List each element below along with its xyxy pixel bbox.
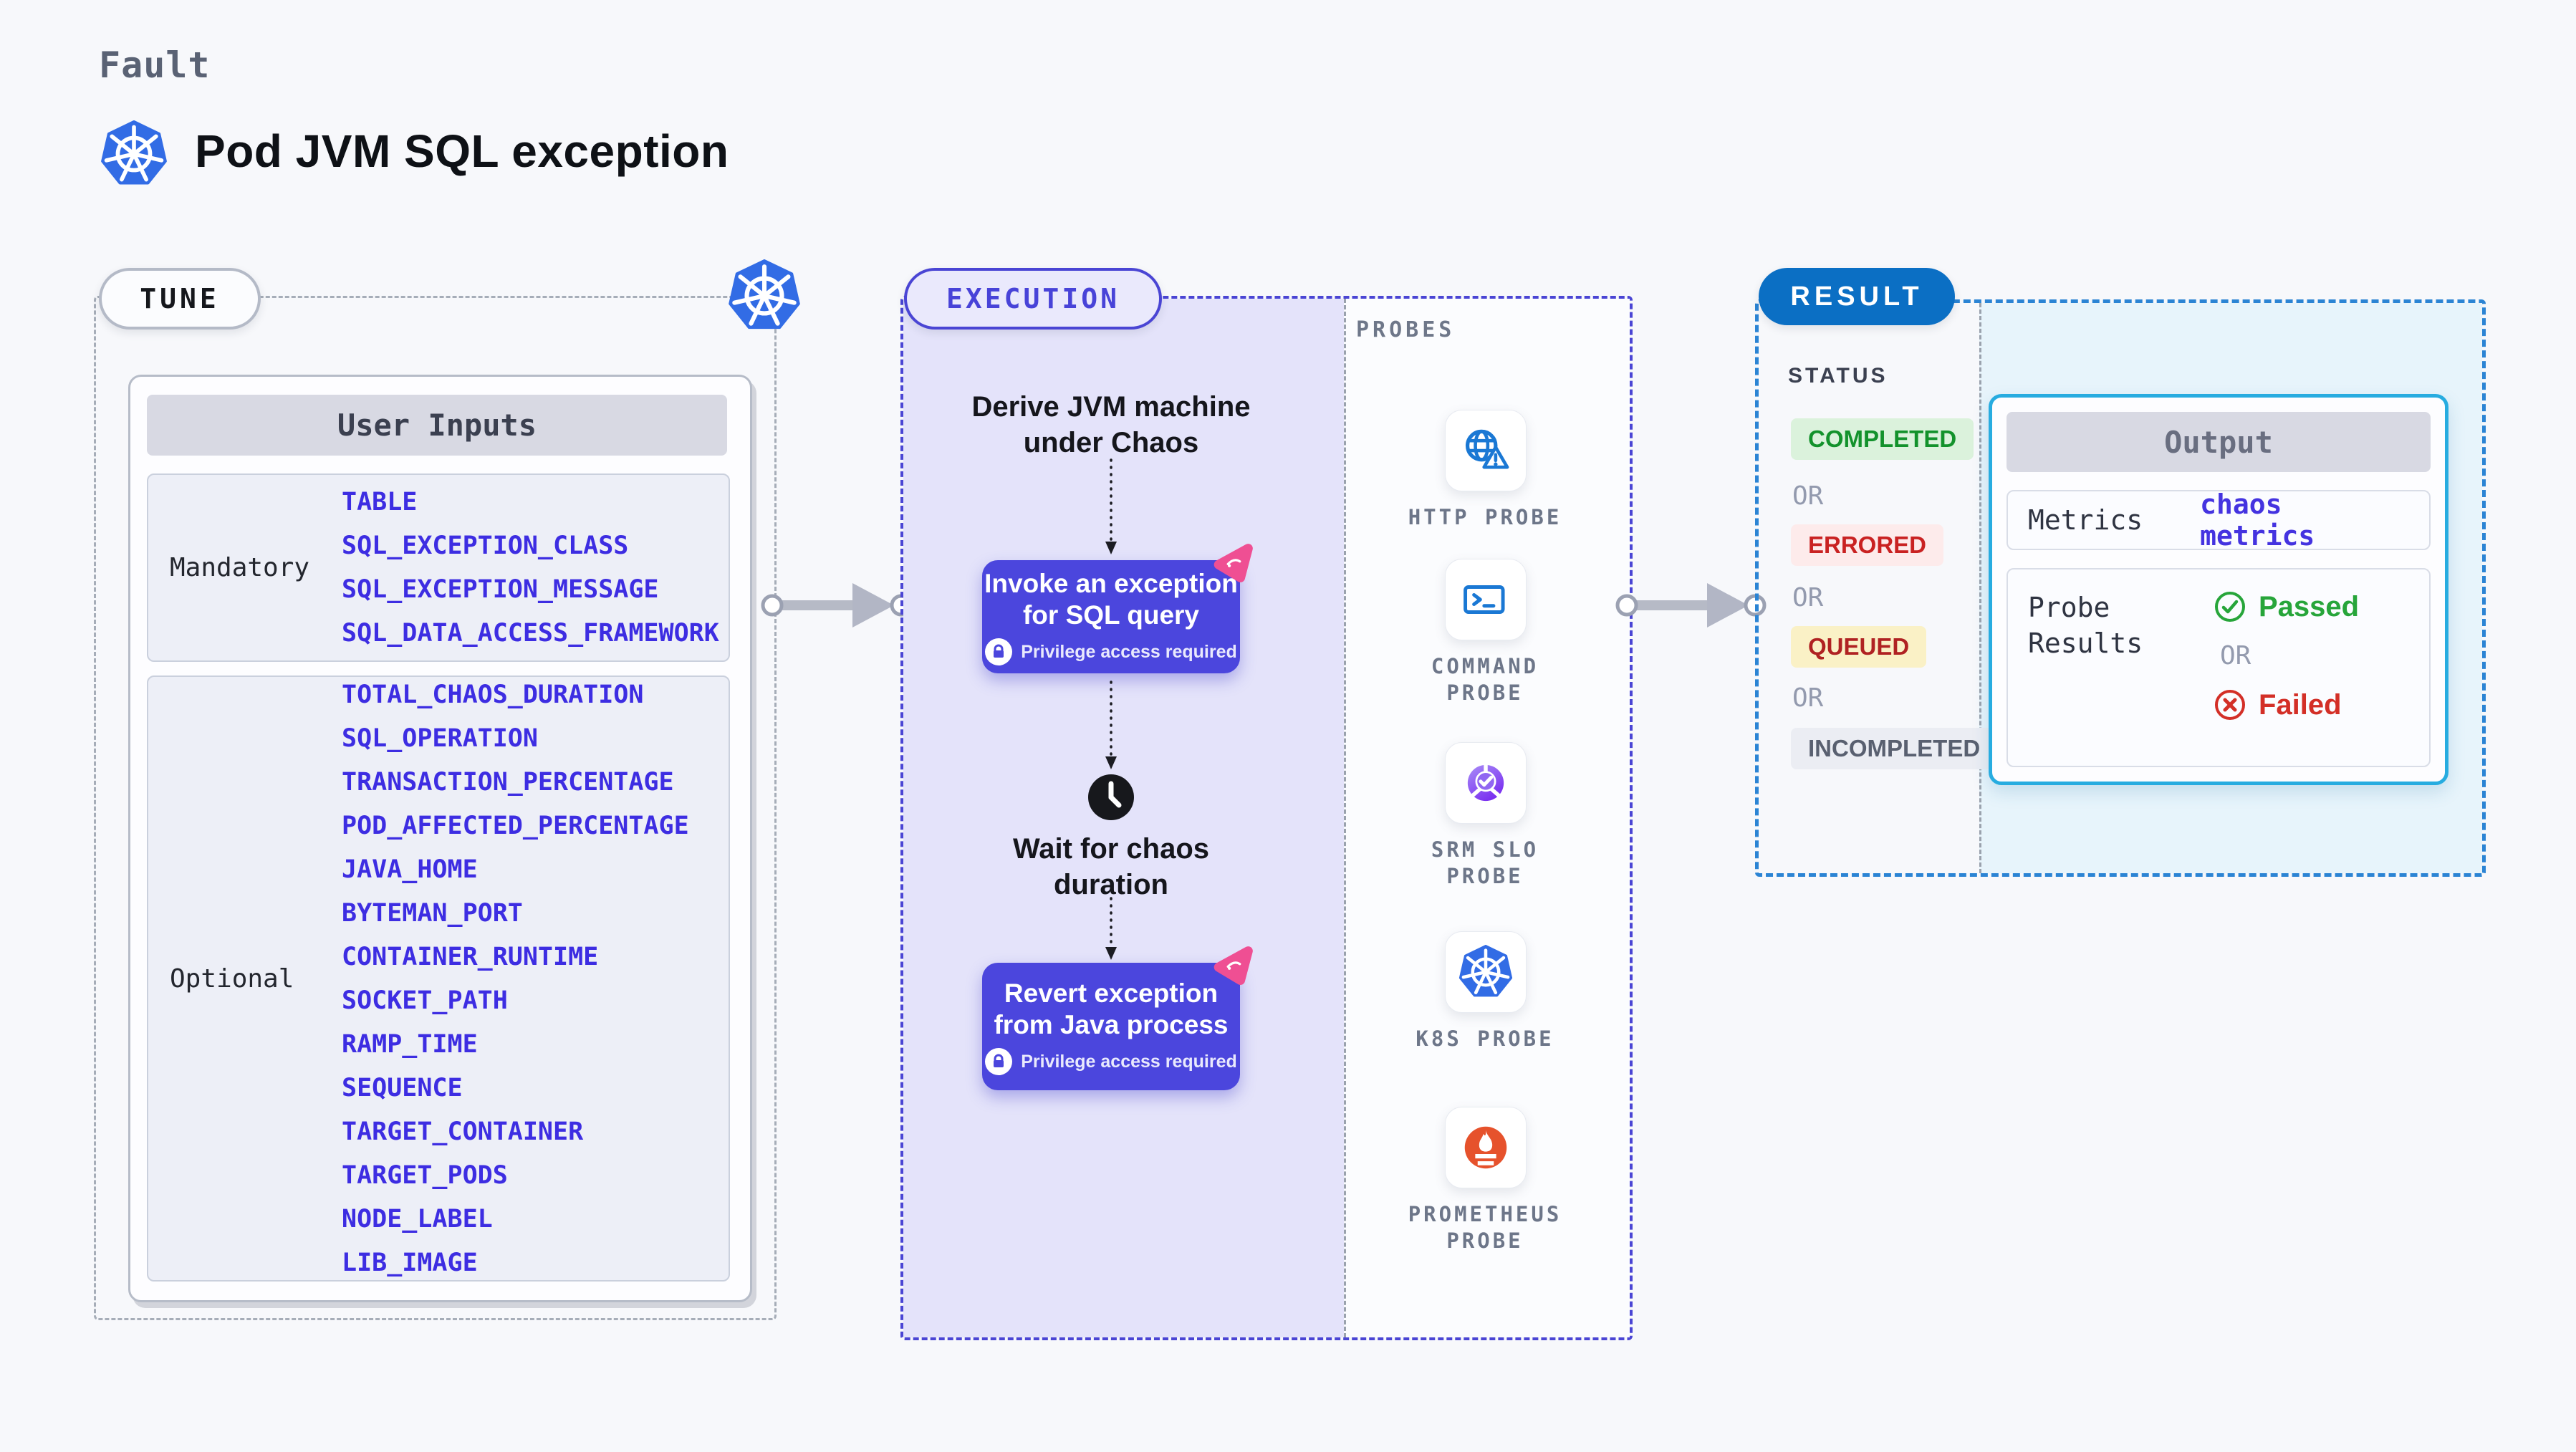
flow-arrow-down-icon	[1105, 897, 1117, 960]
check-circle-icon	[2213, 590, 2247, 624]
chaos-badge-icon	[1211, 539, 1256, 585]
param-item: JAVA_HOME	[342, 855, 478, 884]
invoke-exception-step: Invoke an exception for SQL query Privil…	[982, 560, 1240, 673]
probe-results-values: Passed OR Failed	[2213, 590, 2359, 722]
status-title: STATUS	[1788, 364, 1888, 388]
k8s-probe-card	[1445, 931, 1527, 1013]
execution-section-label: EXECUTION	[904, 268, 1162, 330]
wait-step-text: Wait for chaos duration	[1012, 833, 1210, 900]
param-item: LIB_IMAGE	[342, 1248, 478, 1277]
probe-label: HTTP PROBE	[1408, 505, 1562, 529]
result-section-label: RESULT	[1759, 268, 1955, 325]
metrics-value: chaos metrics	[2200, 489, 2315, 552]
kubernetes-icon	[1458, 945, 1513, 999]
x-circle-icon	[2213, 688, 2247, 722]
or-label: OR	[1792, 583, 1824, 612]
param-item: SEQUENCE	[342, 1073, 463, 1102]
execution-flow-area	[903, 299, 1344, 1337]
globe-alert-icon	[1459, 424, 1512, 477]
flow-arrow-down-icon	[1105, 681, 1117, 769]
optional-inputs-group: Optional TOTAL_CHAOS_DURATION SQL_OPERAT…	[147, 675, 730, 1282]
status-badge-incompleted: INCOMPLETED	[1791, 728, 1998, 769]
param-item: RAMP_TIME	[342, 1029, 478, 1059]
probe-label: COMMAND PROBE	[1431, 654, 1539, 705]
http-probe-card	[1445, 410, 1527, 491]
mandatory-label: Mandatory	[170, 553, 310, 582]
probe-label: PROMETHEUS PROBE	[1408, 1202, 1562, 1253]
privilege-note-text: Privilege access required	[1021, 1051, 1237, 1072]
passed-result: Passed	[2213, 590, 2359, 624]
mandatory-items: TABLE SQL_EXCEPTION_CLASS SQL_EXCEPTION_…	[342, 488, 719, 648]
execution-to-result-arrow	[1615, 583, 1767, 628]
status-output-divider	[1979, 303, 1981, 873]
param-item: SQL_EXCEPTION_CLASS	[342, 532, 629, 560]
kubernetes-icon	[728, 259, 801, 332]
probe-label: K8S PROBE	[1416, 1027, 1554, 1051]
optional-items: TOTAL_CHAOS_DURATION SQL_OPERATION TRANS…	[342, 681, 689, 1277]
tune-to-execution-arrow	[761, 583, 913, 628]
terminal-icon	[1461, 574, 1511, 625]
param-item: NODE_LABEL	[342, 1204, 493, 1234]
invoke-step-text: Invoke an exception for SQL query	[984, 569, 1238, 630]
clock-icon	[1087, 774, 1135, 821]
revert-step-text: Revert exception from Java process	[994, 979, 1229, 1039]
derive-step-text: Derive JVM machine under Chaos	[971, 391, 1251, 458]
optional-label: Optional	[170, 963, 294, 994]
privilege-note: Privilege access required	[985, 1048, 1237, 1075]
param-item: BYTEMAN_PORT	[342, 898, 523, 928]
status-badge-queued: QUEUED	[1791, 626, 1927, 668]
param-item: TARGET_CONTAINER	[342, 1117, 584, 1146]
chaos-badge-icon	[1211, 942, 1256, 988]
probe-label: SRM SLO PROBE	[1431, 837, 1539, 888]
output-card: Output Metrics chaos metrics Probe Resul…	[1989, 394, 2448, 785]
metrics-row: Metrics chaos metrics	[2007, 489, 2431, 552]
param-item: SQL_OPERATION	[342, 723, 538, 753]
param-item: POD_AFFECTED_PERCENTAGE	[342, 811, 689, 840]
metrics-label: Metrics	[2028, 504, 2143, 536]
passed-label: Passed	[2259, 590, 2360, 622]
param-item: SQL_DATA_ACCESS_FRAMEWORK	[342, 619, 719, 648]
failed-label: Failed	[2259, 688, 2342, 721]
srm-slo-probe-card	[1445, 742, 1527, 824]
param-item: TARGET_PODS	[342, 1160, 508, 1190]
probe-results-label: Probe Results	[2028, 592, 2143, 659]
param-item: TABLE	[342, 488, 418, 516]
probe-results-row: Probe Results Passed OR	[2007, 568, 2431, 767]
param-item: SOCKET_PATH	[342, 986, 508, 1015]
lock-icon	[985, 1048, 1013, 1075]
or-label: OR	[1792, 481, 1824, 511]
tune-section	[94, 296, 777, 1320]
status-badge-completed: COMPLETED	[1791, 418, 1974, 460]
param-item: TRANSACTION_PERCENTAGE	[342, 767, 674, 797]
probes-column-label: PROBES	[1356, 317, 1456, 342]
prometheus-flame-icon	[1460, 1122, 1512, 1173]
execution-probes-divider	[1344, 299, 1346, 1337]
user-inputs-header: User Inputs	[147, 395, 727, 456]
privilege-note: Privilege access required	[985, 638, 1237, 665]
command-probe-card	[1445, 559, 1527, 640]
privilege-note-text: Privilege access required	[1021, 641, 1237, 662]
mandatory-inputs-group: Mandatory TABLE SQL_EXCEPTION_CLASS SQL_…	[147, 473, 730, 662]
user-inputs-table: User Inputs Mandatory TABLE SQL_EXCEPTIO…	[128, 375, 752, 1302]
lock-icon	[985, 638, 1013, 665]
param-item: TOTAL_CHAOS_DURATION	[342, 680, 644, 709]
output-header: Output	[2007, 412, 2431, 472]
fault-kicker: Fault	[99, 44, 211, 86]
slo-donut-check-icon	[1461, 758, 1511, 808]
page-title: Pod JVM SQL exception	[195, 125, 729, 177]
prometheus-probe-card	[1445, 1107, 1527, 1188]
flow-arrow-down-icon	[1105, 458, 1117, 554]
kubernetes-icon	[100, 120, 168, 188]
tune-section-label: TUNE	[99, 268, 261, 330]
failed-result: Failed	[2213, 688, 2359, 722]
revert-exception-step: Revert exception from Java process Privi…	[982, 963, 1240, 1090]
or-label: OR	[2220, 641, 2251, 670]
status-badge-errored: ERRORED	[1791, 524, 1944, 566]
or-label: OR	[1792, 683, 1824, 713]
param-item: CONTAINER_RUNTIME	[342, 942, 599, 971]
param-item: SQL_EXCEPTION_MESSAGE	[342, 575, 659, 604]
